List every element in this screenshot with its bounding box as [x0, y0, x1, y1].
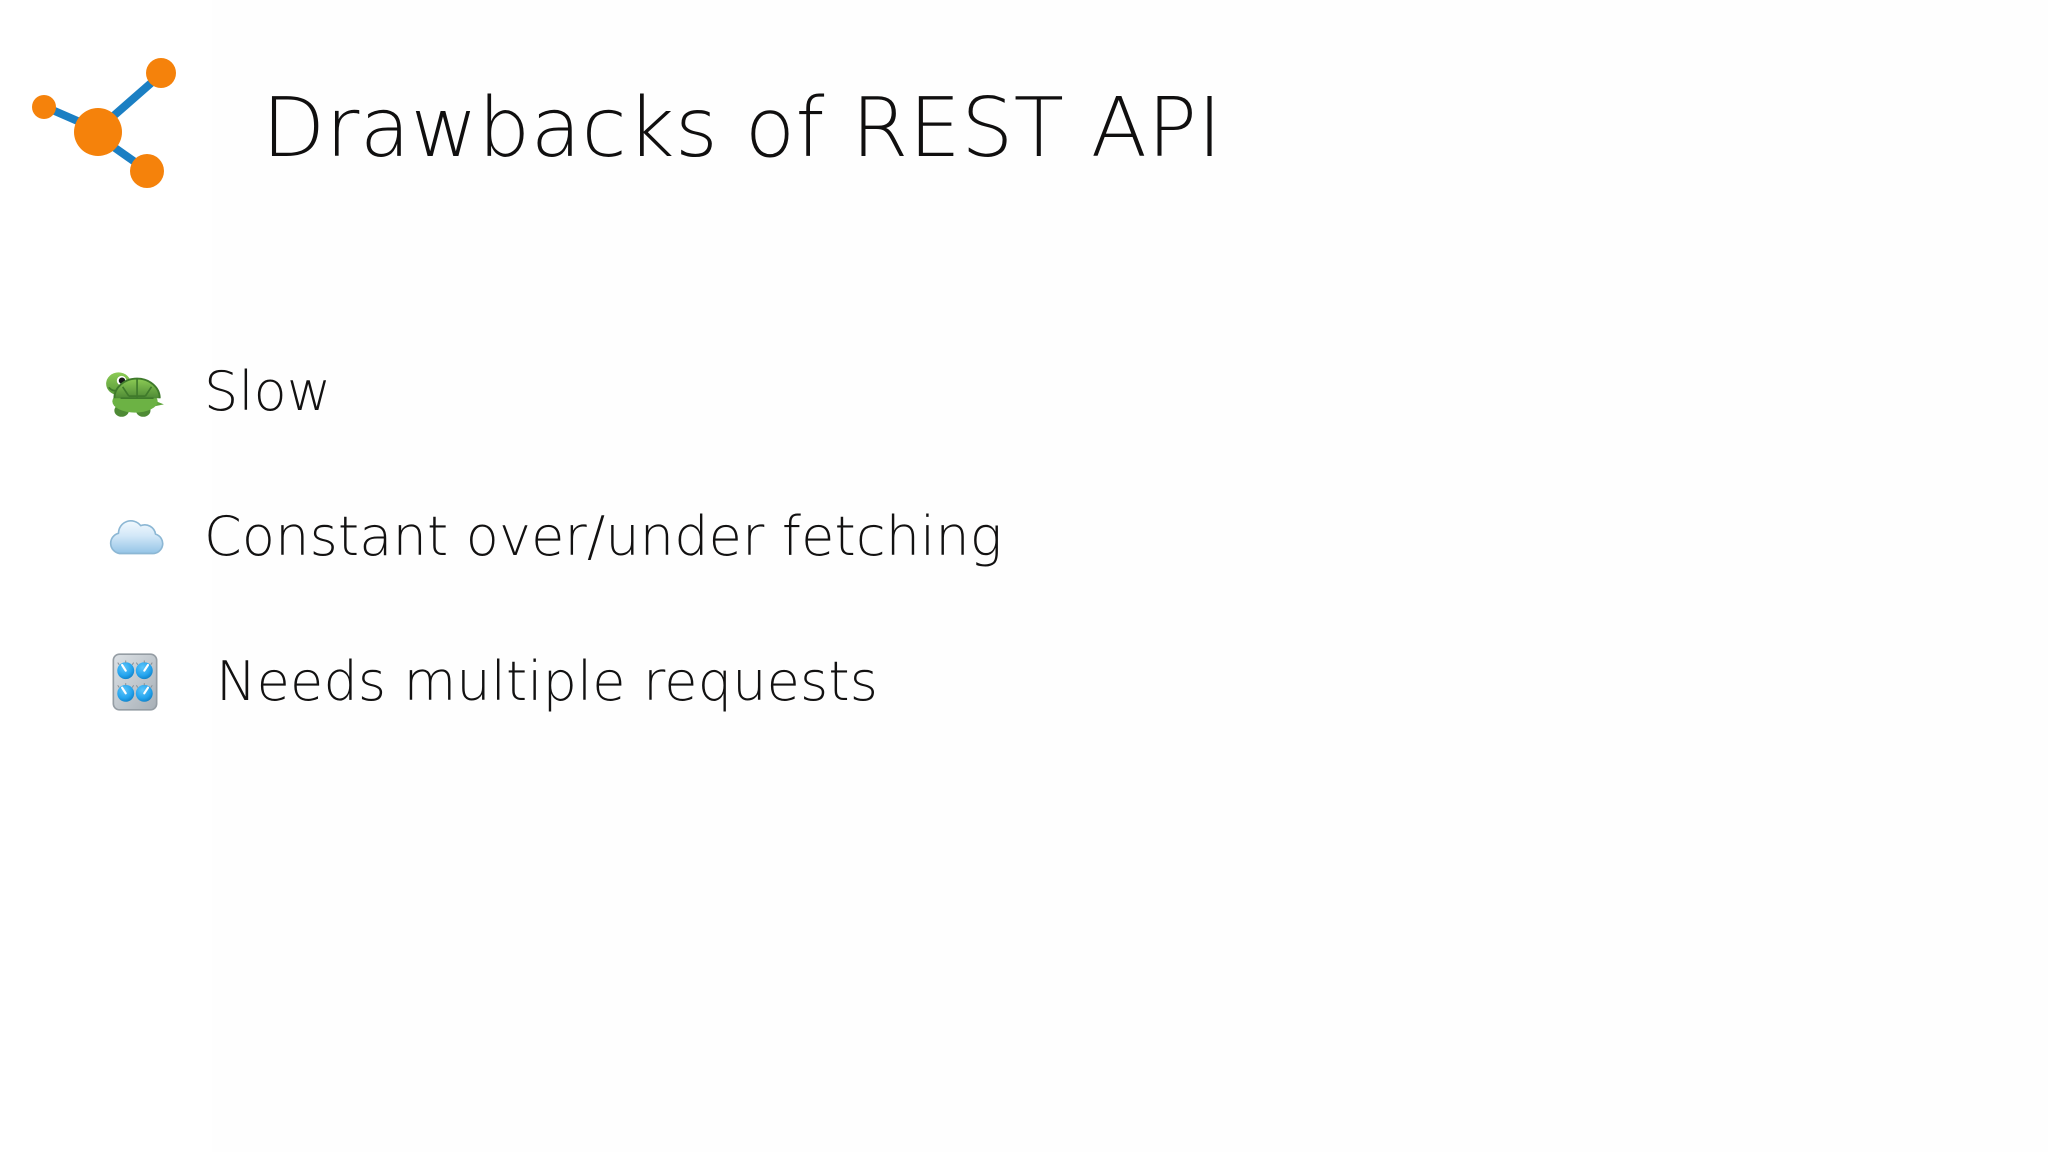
list-item-label: Constant over/under fetching: [204, 505, 1003, 568]
control-knobs-icon: [102, 649, 168, 715]
network-nodes-logo: [30, 55, 190, 195]
list-item: Needs multiple requests: [0, 635, 2048, 729]
drawbacks-list: Slow Constant over/under fetching: [0, 345, 2048, 780]
cloud-icon: [102, 504, 168, 570]
list-item: Constant over/under fetching: [0, 490, 2048, 584]
turtle-icon: [102, 359, 168, 425]
list-item-label: Slow: [204, 360, 332, 423]
page-title: Drawbacks of REST API: [262, 81, 1223, 176]
list-item: Slow: [0, 345, 2048, 439]
list-item-label: Needs multiple requests: [216, 650, 879, 713]
slide-header: Drawbacks of REST API: [0, 0, 2048, 250]
